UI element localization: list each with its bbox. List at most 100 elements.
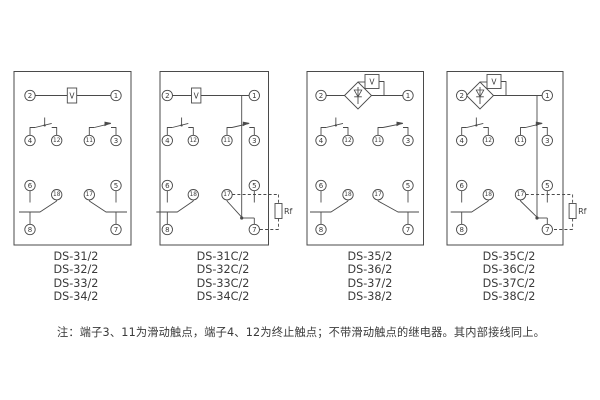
model-label: DS-35C/2 [482, 250, 536, 263]
terminal-17 [372, 189, 384, 201]
terminal-number: 18 [344, 192, 352, 198]
terminal-number: 12 [344, 138, 352, 144]
arrow-contact [377, 121, 409, 136]
contact-blade [377, 200, 419, 213]
terminal-1 [541, 89, 553, 102]
terminal-8 [456, 223, 468, 236]
terminal-number: 3 [252, 137, 256, 145]
terminal-number: 2 [165, 92, 169, 100]
wire [320, 127, 326, 136]
terminal-number: 17 [374, 192, 382, 198]
terminal-number: 11 [86, 138, 94, 144]
terminal-number: 4 [459, 137, 464, 145]
terminal-3 [541, 134, 553, 147]
model-label: DS-35/2 [347, 250, 393, 263]
terminal-8 [315, 223, 327, 236]
terminal-18 [482, 189, 494, 201]
terminal-1 [248, 89, 260, 102]
terminal-number: 6 [28, 182, 33, 190]
terminal-4 [161, 134, 173, 147]
changeover-contact-left [450, 190, 489, 225]
terminal-number: 1 [252, 92, 256, 100]
model-label: DS-33C/2 [196, 276, 250, 290]
changeover-contact-right [377, 190, 419, 225]
terminal-18 [342, 189, 354, 201]
coil-label: V [194, 91, 200, 100]
terminal-2 [315, 89, 327, 102]
terminal-3 [248, 134, 260, 147]
terminal-7 [248, 223, 260, 236]
terminal-5 [110, 179, 122, 192]
wire [501, 81, 507, 96]
coil-label: V [69, 91, 75, 100]
coil-label: V [491, 77, 497, 86]
terminal-8 [24, 223, 36, 236]
wire [461, 127, 467, 136]
coil-v-box: V [66, 87, 78, 104]
terminal-6 [24, 179, 36, 192]
terminal-number: 12 [485, 138, 493, 144]
arrow-contact [226, 121, 255, 136]
terminal-7 [110, 223, 122, 236]
terminal-number: 1 [406, 92, 410, 100]
terminal-17 [514, 189, 527, 201]
model-label: DS-38/2 [347, 290, 393, 304]
contact-blade [19, 200, 57, 213]
wire [325, 122, 344, 128]
arrow-contact [88, 121, 117, 136]
model-label: DS-36C/2 [482, 263, 536, 277]
sliding-contact [461, 117, 489, 136]
footnote: 注：端子3、11为滑动触点，端子4、12为终止触点；不带滑动触点的继电器。其内部… [57, 326, 546, 339]
terminal-number: 11 [223, 138, 231, 144]
terminal-number: 8 [319, 226, 323, 234]
terminal-18 [187, 189, 199, 201]
wire [520, 127, 526, 136]
terminal-3 [402, 134, 414, 147]
changeover-contact-right [88, 190, 127, 225]
contact-arrowhead [396, 121, 403, 127]
terminal-number: 6 [165, 182, 170, 190]
terminal-12 [51, 134, 63, 147]
terminal-2 [456, 89, 468, 102]
terminal-number: 5 [406, 182, 410, 190]
wire [172, 122, 189, 128]
terminal-12 [342, 134, 354, 147]
wire [483, 127, 489, 136]
sliding-pivot-dot [43, 124, 46, 127]
terminal-5 [541, 179, 553, 192]
terminal-number: 2 [28, 92, 32, 100]
terminal-17 [83, 189, 95, 201]
wire [29, 127, 35, 136]
sliding-contact [320, 117, 349, 136]
sliding-contact [166, 117, 194, 136]
terminal-8 [161, 223, 173, 236]
terminal-number: 6 [319, 182, 324, 190]
model-label: DS-32/2 [53, 263, 99, 277]
model-label: DS-38C/2 [482, 290, 536, 304]
model-label: DS-32C/2 [196, 263, 250, 277]
terminal-3 [110, 134, 122, 147]
terminal-5 [402, 179, 414, 192]
terminal-number: 7 [545, 226, 549, 234]
terminal-6 [161, 179, 173, 192]
terminal-2 [24, 89, 36, 102]
terminal-4 [456, 134, 468, 147]
wire [403, 127, 409, 136]
terminal-1 [110, 89, 122, 102]
terminal-number: 6 [459, 182, 464, 190]
wire [34, 122, 52, 128]
junction-dot [535, 216, 539, 220]
rectifier-bridge: V [343, 74, 385, 110]
terminal-number: 8 [459, 226, 463, 234]
terminal-4 [24, 134, 36, 147]
terminal-number: 5 [545, 182, 549, 190]
terminal-18 [51, 189, 63, 201]
sliding-pivot-dot [180, 124, 183, 127]
terminal-12 [482, 134, 494, 147]
terminal-number: 12 [190, 138, 198, 144]
wire [343, 127, 349, 136]
panel-border [306, 71, 424, 246]
